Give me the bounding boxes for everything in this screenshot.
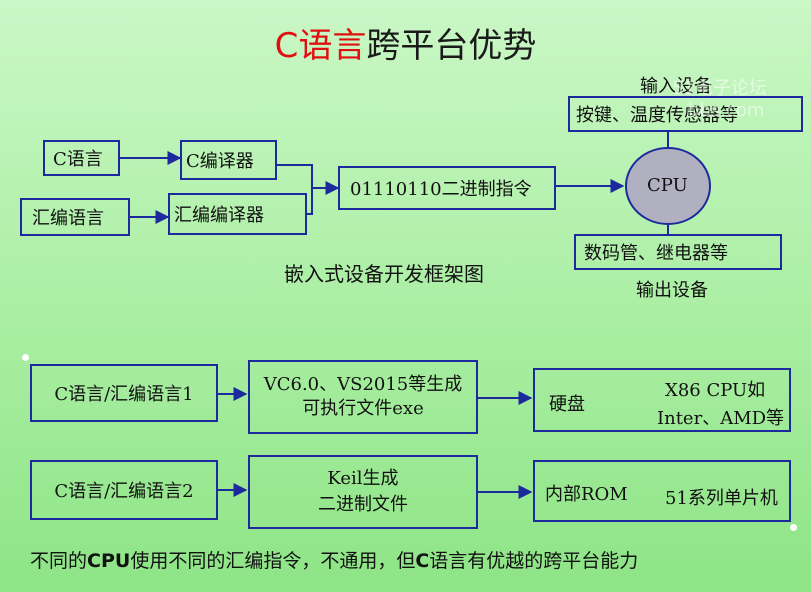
bullet-dot-right bbox=[790, 524, 797, 531]
row1-target-left: 硬盘 bbox=[549, 394, 585, 415]
binary-box: 01110110二进制指令 bbox=[338, 166, 556, 210]
row1-target-line1: X86 CPU如 bbox=[665, 380, 766, 401]
conclusion-c: C bbox=[415, 550, 430, 572]
conclusion-text: 不同的CPU使用不同的汇编指令，不通用，但C语言有优越的跨平台能力 bbox=[30, 546, 638, 573]
conclusion-mid: 使用不同的汇编指令，不通用，但 bbox=[130, 550, 416, 572]
row1-target-line2: Inter、AMD等 bbox=[657, 408, 785, 429]
row1-target-box: 硬盘 X86 CPU如 Inter、AMD等 bbox=[533, 368, 791, 432]
conclusion-cpu: CPU bbox=[87, 550, 131, 572]
row1-tool-line1: VC6.0、VS2015等生成 bbox=[263, 374, 463, 395]
watermark-line2: bbs.com bbox=[688, 100, 765, 121]
c-language-label: C语言 bbox=[53, 149, 103, 170]
input-device-title: 输入设备 bbox=[640, 76, 712, 97]
row2-tool-box: Keil生成 二进制文件 bbox=[248, 455, 478, 529]
c-language-box: C语言 bbox=[43, 140, 120, 176]
input-device-box: 按键、温度传感器等 bbox=[568, 96, 803, 132]
bullet-dot-left bbox=[22, 354, 29, 361]
conclusion-pre: 不同的 bbox=[30, 550, 88, 572]
cpu-label: CPU bbox=[647, 175, 688, 196]
cpu-ellipse bbox=[625, 147, 711, 225]
c-compiler-label: C编译器 bbox=[186, 151, 254, 172]
row1-source-label: C语言/汇编语言1 bbox=[54, 384, 194, 405]
asm-compiler-label: 汇编编译器 bbox=[174, 205, 264, 226]
row2-source-box: C语言/汇编语言2 bbox=[30, 460, 218, 520]
input-device-label: 按键、温度传感器等 bbox=[576, 105, 738, 126]
row1-tool-line2: 可执行文件exe bbox=[302, 398, 424, 419]
asm-language-label: 汇编语言 bbox=[32, 208, 104, 229]
output-device-label: 数码管、继电器等 bbox=[584, 243, 728, 264]
asm-language-box: 汇编语言 bbox=[20, 198, 130, 236]
title-lang: 语言 bbox=[298, 26, 367, 66]
row2-target-right: 51系列单片机 bbox=[665, 488, 778, 509]
c-compiler-box: C编译器 bbox=[180, 140, 277, 180]
output-device-box: 数码管、继电器等 bbox=[574, 234, 782, 270]
title-c: C bbox=[274, 26, 299, 66]
row2-tool-line1: Keil生成 bbox=[327, 468, 399, 489]
row2-target-left: 内部ROM bbox=[545, 484, 628, 505]
row1-source-box: C语言/汇编语言1 bbox=[30, 364, 218, 422]
asm-compiler-box: 汇编编译器 bbox=[168, 193, 307, 235]
row1-tool-box: VC6.0、VS2015等生成 可执行文件exe bbox=[248, 360, 478, 434]
diagram-caption: 嵌入式设备开发框架图 bbox=[284, 262, 484, 286]
conclusion-post: 语言有优越的跨平台能力 bbox=[429, 550, 639, 572]
title-rest: 跨平台优势 bbox=[366, 26, 537, 66]
row2-source-label: C语言/汇编语言2 bbox=[54, 481, 194, 502]
page-title: C语言跨平台优势 bbox=[0, 18, 811, 67]
watermark-line1: 51电子论坛 bbox=[672, 78, 767, 99]
output-device-title: 输出设备 bbox=[636, 280, 708, 301]
row2-tool-line2: 二进制文件 bbox=[318, 494, 408, 515]
binary-label: 01110110二进制指令 bbox=[350, 179, 532, 200]
row2-target-box: 内部ROM 51系列单片机 bbox=[533, 460, 791, 522]
